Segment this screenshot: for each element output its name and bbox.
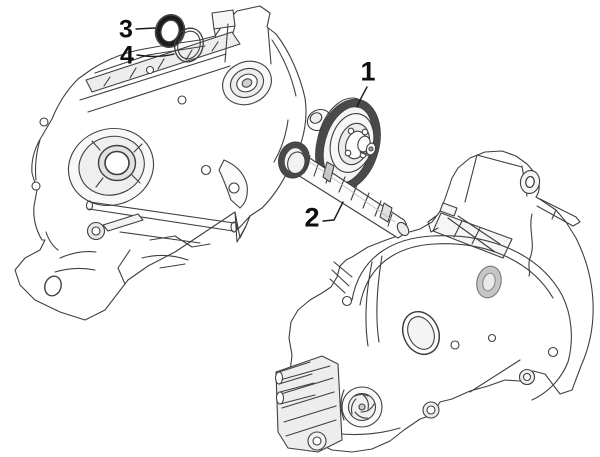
left-crankcase-half [14,5,307,321]
callout-label-2: 2 [304,202,320,233]
callout-label-3: 3 [119,15,133,44]
leader-line-1 [356,86,368,108]
callout-label-1: 1 [360,56,376,87]
gasket-ring-part-4 [174,27,204,63]
callout-label-4: 4 [120,41,134,70]
callout-leader-lines [135,27,368,222]
leader-line-2 [322,201,344,222]
seal-ring-part-3 [154,14,186,48]
leader-line-4 [136,53,175,58]
transmission-shaft-part-2 [278,141,410,239]
right-crankcase-half [274,150,594,453]
leader-line-3 [135,27,156,30]
